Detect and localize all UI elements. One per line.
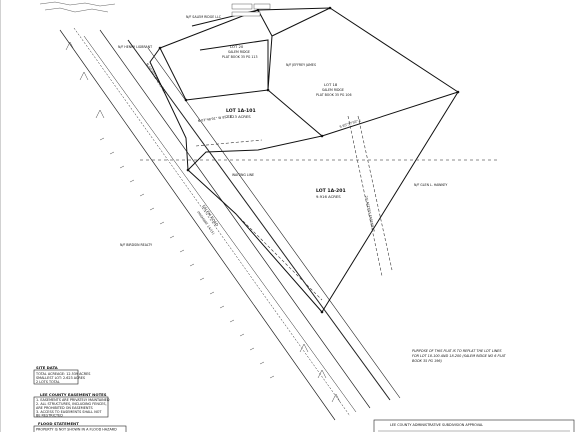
lot-18-name: LOT 18 bbox=[324, 82, 338, 87]
lot-20-ref: PLAT BOOK 35 PG 113 bbox=[222, 55, 257, 59]
easement-note-1: 1. EASEMENTS ARE PRIVATELY MAINTAINED bbox=[36, 398, 110, 402]
easement-lines bbox=[195, 115, 393, 301]
easement-note-2: 2. ALL STRUCTURES, INCLUDING FENCES, bbox=[36, 402, 107, 406]
owner-label-2: N/F JEFFREY JAMES bbox=[286, 63, 316, 67]
lot-1a-101-name: LOT 1A-101 bbox=[226, 108, 256, 114]
flood-statement-line: PROPERTY IS NOT SHOWN IN A FLOOD HAZARD bbox=[36, 428, 117, 432]
owner-label-4: N/F BIRDSIN REALTY bbox=[120, 243, 152, 247]
site-data-line-2: SMALLEST LOT: 2.623 ACRES bbox=[36, 376, 85, 380]
easement-notes-title: LEE COUNTY EASEMENT NOTES bbox=[40, 392, 107, 397]
lot-1a-101-area: 2.623 ACRES bbox=[226, 114, 251, 119]
owner-label-1: N/F SALEM RIDGE LLC bbox=[186, 15, 222, 19]
row-ticks bbox=[99, 137, 275, 379]
purpose-line-1: PURPOSE OF THIS PLAT IS TO REPLAT THE LO… bbox=[412, 349, 502, 353]
purpose-note: PURPOSE OF THIS PLAT IS TO REPLAT THE LO… bbox=[412, 349, 507, 363]
sheet-edge-marks bbox=[0, 0, 116, 432]
site-data-line-3: 2 LOTS TOTAL bbox=[36, 380, 60, 384]
dim-label-3: N 03°48'01" W 85.72' bbox=[198, 114, 233, 123]
owner-label-5: N/F HENRY LIGBRANT bbox=[118, 45, 152, 49]
lane-markers bbox=[65, 41, 341, 403]
purpose-line-2: FOR LOT 18-100 AND 18-200 (SALEM RIDGE N… bbox=[412, 354, 507, 358]
lot-20-sub: SALEM RIDGE bbox=[228, 50, 250, 54]
site-data-box: SITE DATA TOTAL ACREAGE: 12.539 ACRES SM… bbox=[33, 365, 90, 385]
dim-label-5: WAITING LINE bbox=[232, 173, 254, 177]
easement-note-5: BE RESTRICTED bbox=[36, 414, 63, 418]
top-label-block bbox=[231, 3, 271, 17]
dim-label-4: 20' ACCESS EASEMENT bbox=[364, 195, 376, 232]
monuments bbox=[158, 6, 460, 314]
easement-note-3: ARE PROHIBITED ON EASEMENTS bbox=[36, 406, 93, 410]
site-data-line-1: TOTAL ACREAGE: 12.539 ACRES bbox=[35, 372, 90, 376]
road-corridor bbox=[59, 27, 401, 421]
easement-notes-box: LEE COUNTY EASEMENT NOTES 1. EASEMENTS A… bbox=[33, 392, 110, 418]
lot-1a-201-name: LOT 1A-201 bbox=[316, 188, 346, 194]
lot-18-ref: PLAT BOOK 35 PG 106 bbox=[316, 93, 351, 97]
lot-20-name: LOT 20 bbox=[230, 44, 244, 49]
flood-statement-title: FLOOD STATEMENT bbox=[38, 421, 79, 426]
flood-statement-box: FLOOD STATEMENT PROPERTY IS NOT SHOWN IN… bbox=[33, 421, 127, 432]
approval-title: LEE COUNTY ADMINISTRATIVE SUBDIVISION AP… bbox=[390, 423, 483, 427]
purpose-line-3: BOOK 35 PG 196) bbox=[412, 359, 442, 363]
owner-label-3: N/F GLEN L. HAWKEY bbox=[414, 183, 447, 187]
dim-label-1: N 00°00'18" E 117.17' bbox=[145, 62, 167, 94]
lot-1a-201-area: 9.916 ACRES bbox=[316, 194, 341, 199]
dim-label-2: S 65°37'55" E bbox=[339, 118, 361, 129]
site-data-title: SITE DATA bbox=[36, 365, 58, 370]
lot-18-sub: SALEM RIDGE bbox=[322, 88, 344, 92]
easement-note-4: 3. ACCESS TO EASEMENTS SHALL NOT bbox=[36, 410, 102, 414]
approval-block: LEE COUNTY ADMINISTRATIVE SUBDIVISION AP… bbox=[373, 419, 575, 432]
